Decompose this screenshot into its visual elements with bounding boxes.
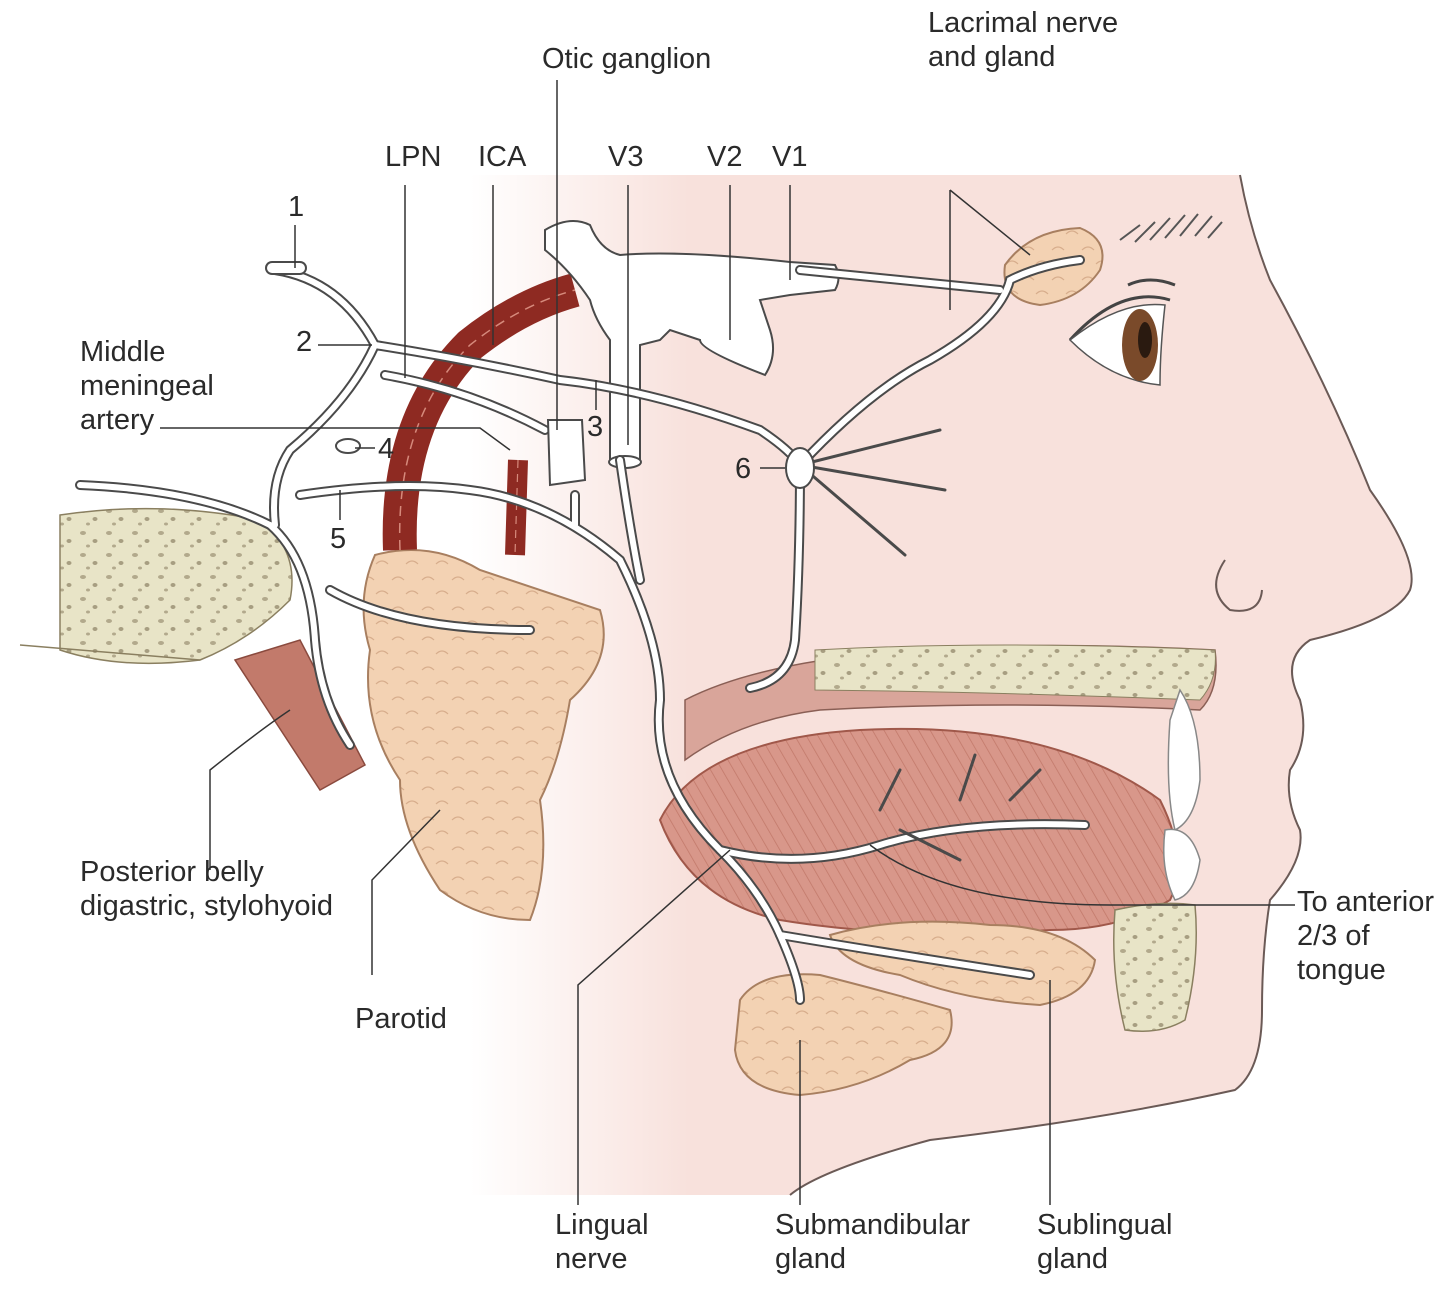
label-v1: V1 (772, 140, 807, 174)
label-line: Sublingual (1037, 1208, 1172, 1242)
label-line: and gland (928, 40, 1118, 74)
label-line: Lingual (555, 1208, 649, 1242)
label-line: Lacrimal nerve (928, 6, 1118, 40)
label-middle-meningeal-artery: Middle meningeal artery (80, 335, 214, 437)
label-number-3: 3 (587, 410, 603, 444)
pupil (1138, 322, 1152, 358)
label-number-1: 1 (288, 190, 304, 224)
label-line: digastric, stylohyoid (80, 889, 333, 923)
label-number-6: 6 (735, 452, 751, 486)
label-line: 2/3 of (1297, 919, 1434, 953)
label-line: nerve (555, 1242, 649, 1276)
label-line: tongue (1297, 953, 1434, 987)
label-submandibular-gland: Submandibular gland (775, 1208, 970, 1276)
mandible-bone (1114, 903, 1197, 1031)
label-line: Posterior belly (80, 855, 333, 889)
label-v3: V3 (608, 140, 643, 174)
label-v2: V2 (707, 140, 742, 174)
label-lpn: LPN (385, 140, 441, 174)
label-otic-ganglion: Otic ganglion (542, 42, 711, 76)
label-lingual-nerve: Lingual nerve (555, 1208, 649, 1276)
label-line: Submandibular (775, 1208, 970, 1242)
pterygopalatine-ganglion (786, 448, 814, 488)
label-number-4: 4 (378, 432, 394, 466)
label-posterior-belly: Posterior belly digastric, stylohyoid (80, 855, 333, 923)
label-number-2: 2 (296, 325, 312, 359)
otic-ganglion-body (548, 420, 585, 485)
label-line: To anterior (1297, 885, 1434, 919)
label-line: Middle (80, 335, 214, 369)
label-line: artery (80, 403, 214, 437)
skull-base-bone (60, 509, 292, 664)
label-number-5: 5 (330, 522, 346, 556)
label-parotid: Parotid (355, 1002, 447, 1036)
digastric-muscle (235, 640, 365, 790)
label-to-anterior-tongue: To anterior 2/3 of tongue (1297, 885, 1434, 987)
label-ica: ICA (478, 140, 526, 174)
label-lacrimal-nerve-gland: Lacrimal nerve and gland (928, 6, 1118, 74)
label-line: gland (1037, 1242, 1172, 1276)
label-sublingual-gland: Sublingual gland (1037, 1208, 1172, 1276)
label-line: meningeal (80, 369, 214, 403)
label-line: gland (775, 1242, 970, 1276)
